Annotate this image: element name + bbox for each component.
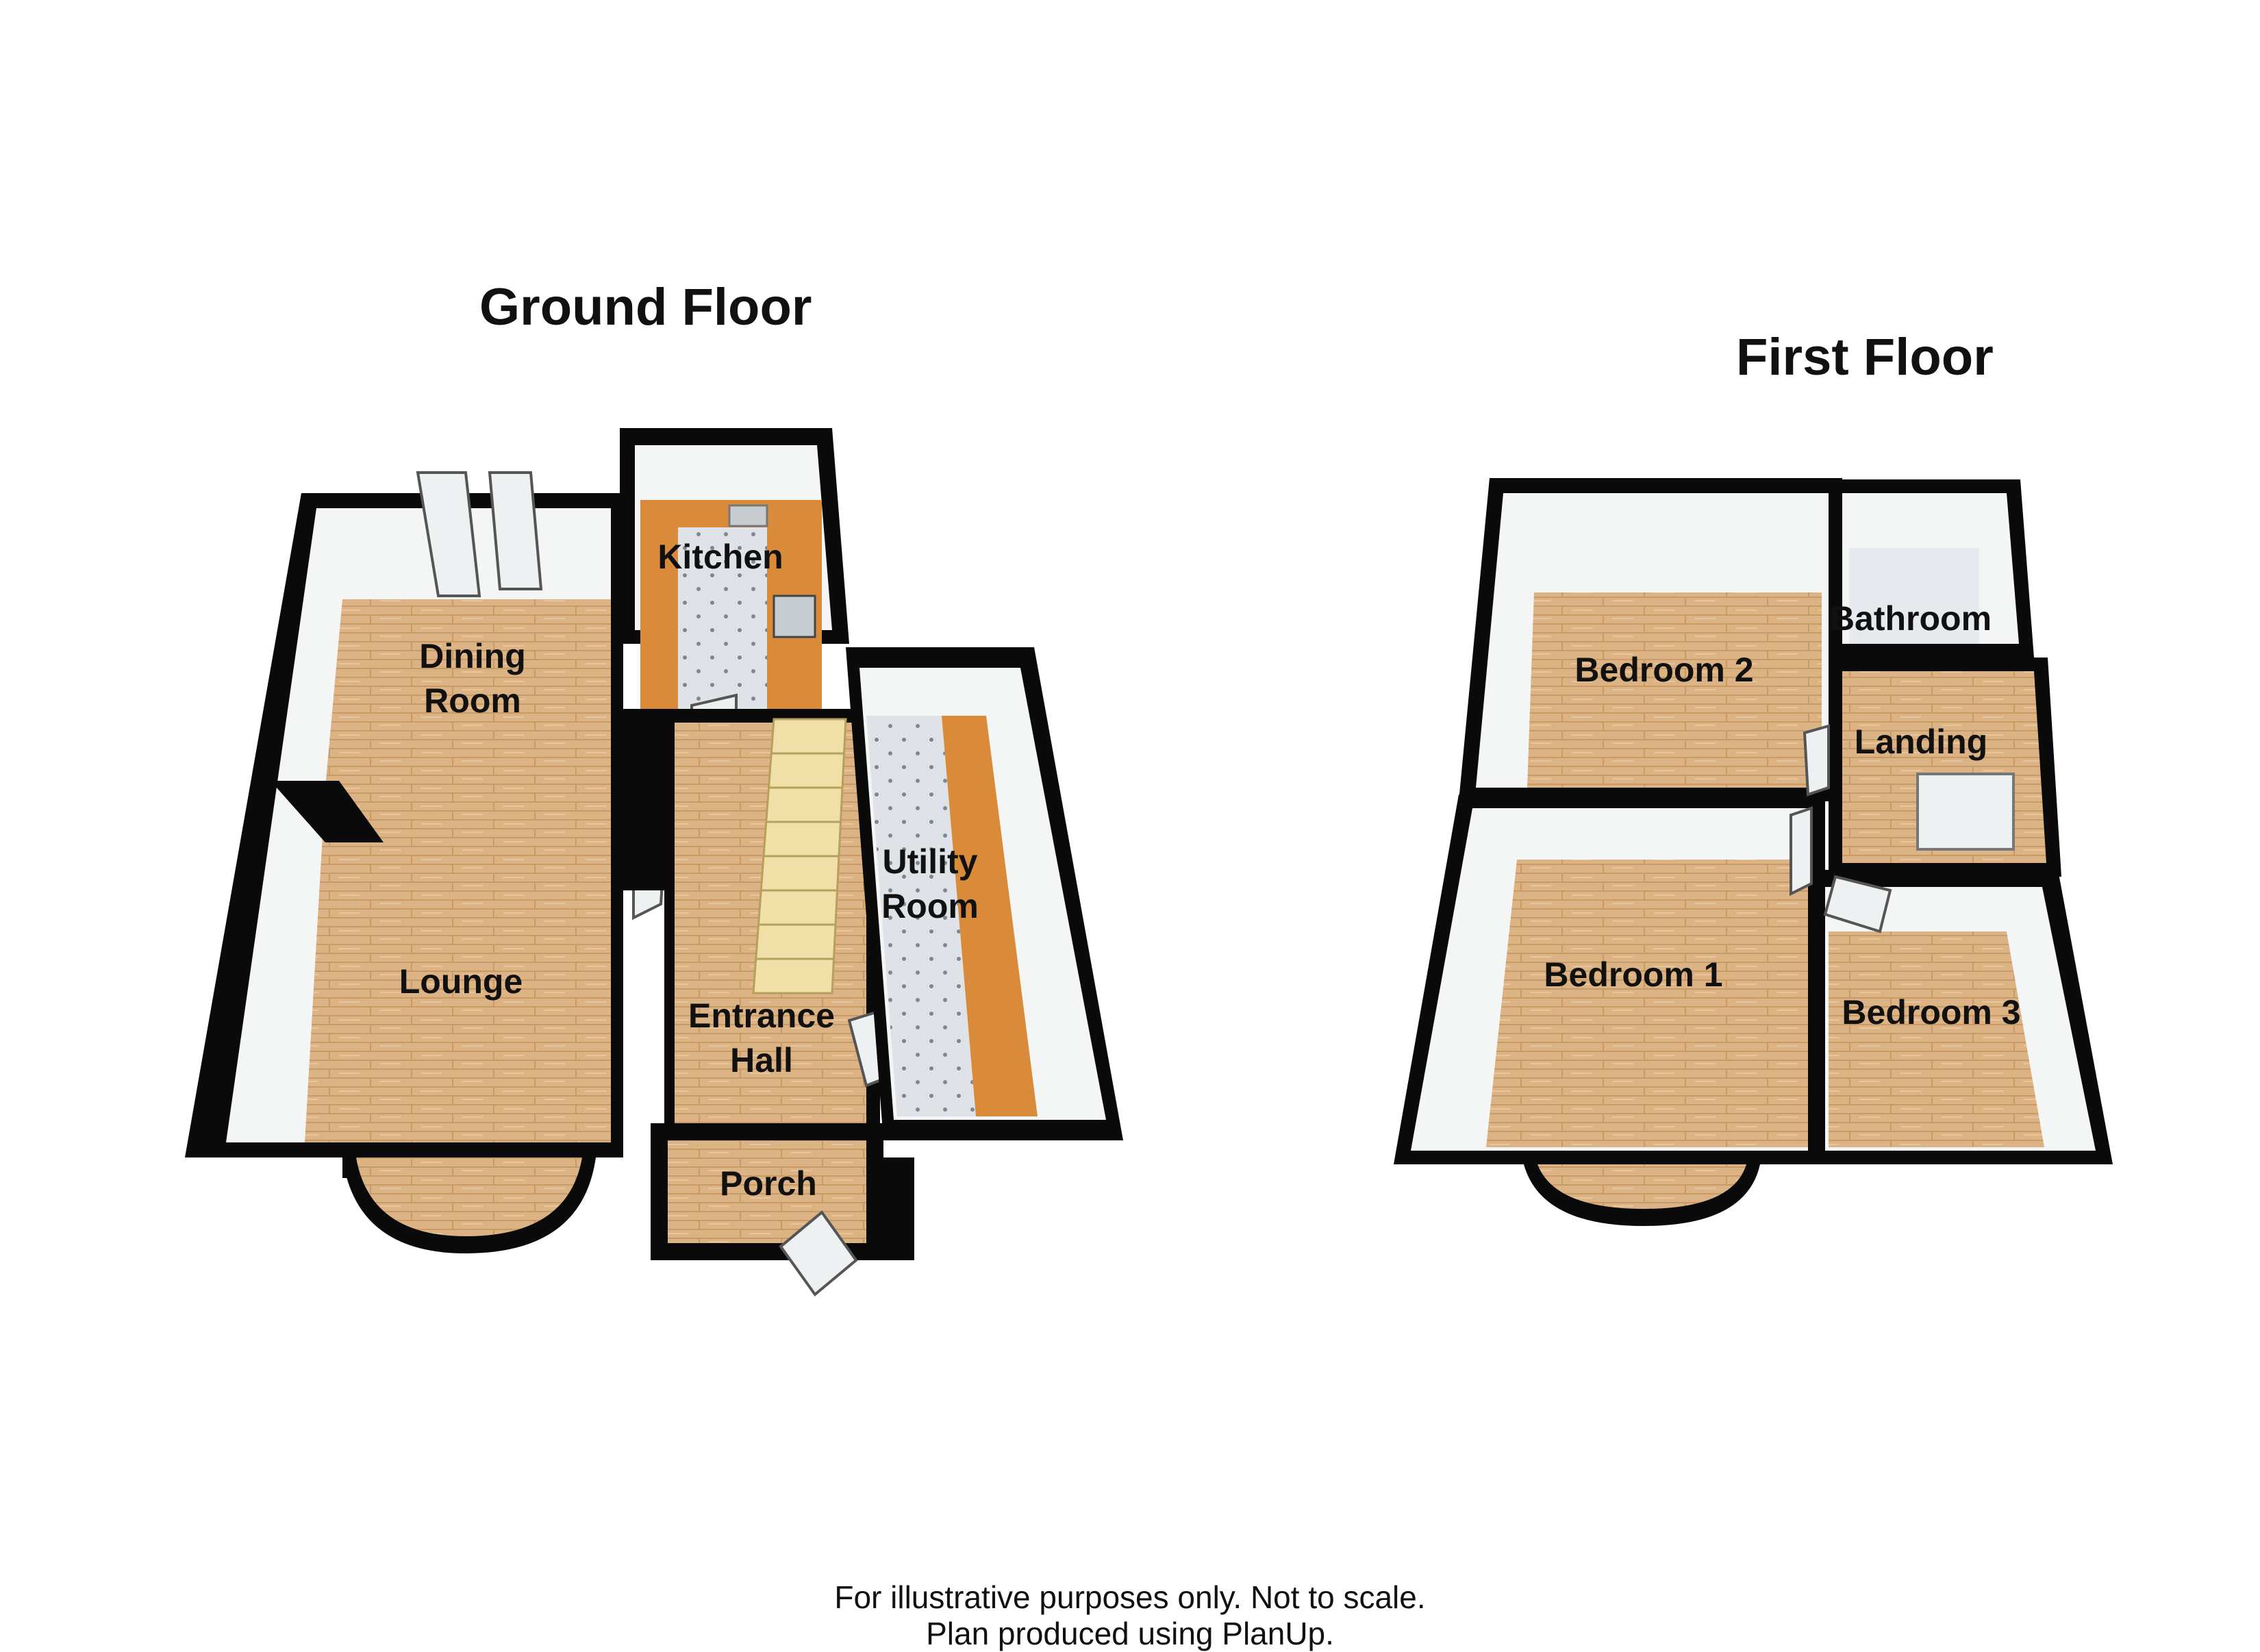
bedroom-2-floor: [1527, 592, 1822, 788]
bathroom-floor: [1849, 548, 1979, 644]
label-utility-room-2: Room: [881, 887, 979, 925]
label-dining-room-2: Room: [424, 681, 521, 720]
label-bedroom-3: Bedroom 3: [1842, 993, 2020, 1031]
label-bathroom: Bathroom: [1830, 599, 1992, 638]
label-dining-room-1: Dining: [419, 637, 526, 675]
kitchen-floor: [678, 510, 767, 709]
bedroom-1-floor: [1486, 860, 1808, 1147]
bedroom-1-door: [1790, 806, 1813, 897]
front-door: [779, 1210, 858, 1297]
kitchen-counter-left: [640, 503, 678, 709]
label-bedroom-2: Bedroom 2: [1574, 651, 1753, 689]
label-utility-room-1: Utility: [883, 842, 978, 881]
lounge-dining-floor: [305, 599, 611, 1142]
bedroom-3-floor: [1829, 931, 2044, 1147]
ground-floor-title: Ground Floor: [479, 278, 812, 336]
hob: [773, 595, 816, 638]
french-doors: [416, 471, 543, 597]
staircase: [752, 718, 847, 994]
label-kitchen: Kitchen: [657, 538, 783, 576]
ground-floor-plan: [185, 428, 1123, 1297]
room-labels: Dining Room Lounge Kitchen Utility Room …: [399, 538, 2021, 1203]
footer-line-1: For illustrative purposes only. Not to s…: [834, 1579, 1426, 1615]
label-entrance-hall-1: Entrance: [688, 997, 835, 1035]
first-floor-plan: [1394, 478, 2113, 1226]
footer-line-2: Plan produced using PlanUp.: [926, 1616, 1334, 1651]
chimney-breast: [271, 781, 384, 842]
label-porch: Porch: [720, 1164, 817, 1203]
bedroom-3-door: [1823, 875, 1892, 934]
kitchen-sink: [728, 504, 768, 527]
landing-banister: [1916, 773, 2015, 851]
bedroom-2-door: [1803, 724, 1830, 797]
label-entrance-hall-2: Hall: [730, 1041, 793, 1079]
label-lounge: Lounge: [399, 962, 523, 1001]
utility-floor: [866, 716, 976, 1116]
label-bedroom-1: Bedroom 1: [1544, 955, 1722, 994]
utility-counter: [942, 716, 1038, 1116]
first-floor-title: First Floor: [1736, 328, 1994, 386]
label-landing: Landing: [1855, 723, 1987, 761]
